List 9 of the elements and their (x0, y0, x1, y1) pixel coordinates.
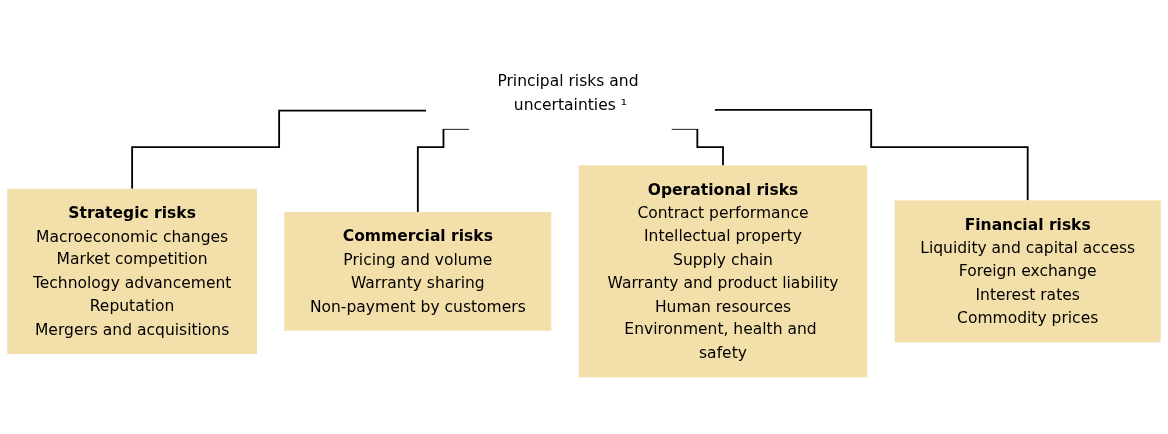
node-box: Financial risks Liquidity and capital access Foreign exchange Interest rates Commodity prices (894, 200, 1161, 343)
node-text: Principal risks and uncertainties ¹ (497, 71, 639, 113)
connector (131, 109, 428, 190)
connector (670, 127, 724, 167)
node-box: Commercial risks Pricing and volume Warranty sharing Non-payment by customers (284, 212, 552, 331)
node-box: Operational risks Contract performance Intellectual property Supply chain Warranty and product liability Human resources Environment, health and safety (578, 165, 868, 378)
connector (713, 109, 1029, 202)
connector (416, 127, 471, 213)
node-box: Strategic risks Macroeconomic changes Market competition Technology advancement Reputation Mergers and acquisitions (7, 188, 257, 354)
